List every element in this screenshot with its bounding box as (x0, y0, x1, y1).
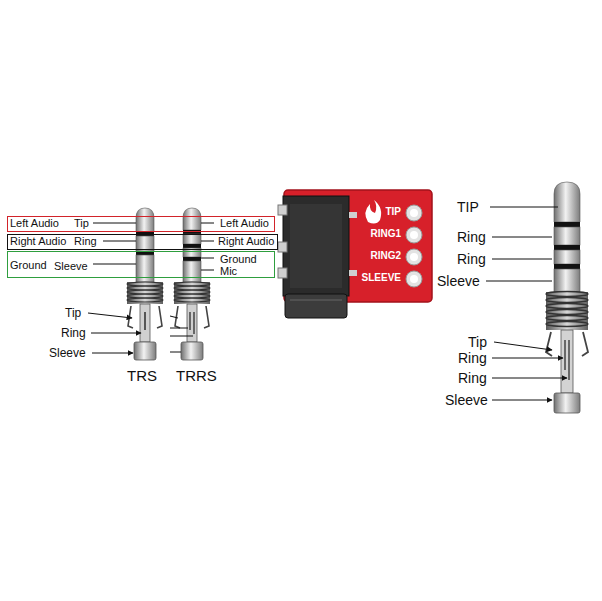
part-label: Ring (457, 251, 486, 268)
leader-lines (486, 207, 567, 400)
part-label: TIP (457, 199, 479, 216)
pin-name: RING2 (370, 250, 401, 262)
leader-lines (88, 223, 214, 353)
part-label: TRS (127, 367, 157, 385)
signal-label: Ring (74, 235, 97, 248)
part-label: TRRS (176, 367, 217, 385)
signal-label: Left Audio (10, 217, 59, 230)
breakout-board (278, 190, 432, 318)
signal-band: Ground Sleeve Ground Mic (7, 251, 275, 278)
part-label: Tip (65, 306, 81, 320)
trrs-plug (174, 208, 210, 360)
signal-label: Right Audio (10, 235, 66, 248)
signal-label: Tip (74, 217, 89, 230)
part-label: Ring (457, 229, 486, 246)
pin-name: SLEEVE (362, 272, 401, 284)
signal-band: Right Audio Ring Right Audio (7, 234, 278, 250)
signal-label: Ground Mic (220, 253, 262, 277)
part-label: Ring (458, 350, 487, 367)
part-label: Ring (458, 370, 487, 387)
part-label: Sleeve (437, 273, 480, 290)
trs-plug (127, 208, 163, 360)
part-label: Tip (468, 334, 487, 351)
signal-label: Left Audio (220, 217, 269, 230)
signal-label: Sleeve (54, 260, 88, 273)
signal-label: Right Audio (218, 235, 274, 248)
part-label: Sleeve (445, 392, 488, 409)
pin-name: RING1 (370, 228, 401, 240)
signal-band: Left Audio Tip Left Audio (7, 216, 275, 232)
signal-label: Ground (10, 259, 47, 272)
part-label: Ring (61, 326, 86, 340)
part-label: Sleeve (49, 346, 86, 360)
pin-name: TIP (385, 206, 401, 218)
